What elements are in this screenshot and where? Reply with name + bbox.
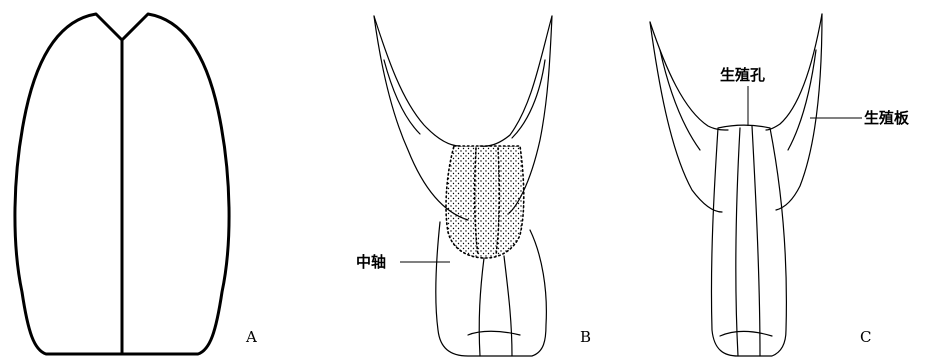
left-paramere-inner-c — [650, 22, 728, 130]
right-paramere-inner-c — [766, 14, 822, 130]
left-paramere-inner — [374, 16, 460, 146]
aedeagus-base-curve — [468, 331, 520, 335]
callout-axis: 中轴 — [356, 253, 386, 271]
aedeagus-base-curve-c — [720, 332, 772, 337]
aedeagus-divider — [479, 258, 484, 356]
right-paramere-outer-c — [776, 14, 822, 210]
panel-label-b: B — [580, 328, 591, 346]
callout-genital-plate: 生殖板 — [864, 109, 910, 127]
panel-a: A — [15, 14, 257, 354]
aedeagus-divider-c2 — [752, 126, 760, 356]
panel-label-a: A — [245, 328, 257, 346]
panel-label-c: C — [860, 328, 871, 346]
basal-plate-stippled — [446, 146, 524, 258]
panel-c: 生殖孔 生殖板 C — [650, 14, 910, 356]
right-paramere-mid-c — [788, 50, 816, 150]
aedeagus-divider-c1 — [736, 128, 740, 356]
aedeagus-divider-2 — [504, 256, 512, 356]
aedeagus-body-c — [711, 125, 786, 356]
callout-genital-pore: 生殖孔 — [720, 66, 765, 84]
panel-b: 中轴 B — [356, 16, 591, 356]
